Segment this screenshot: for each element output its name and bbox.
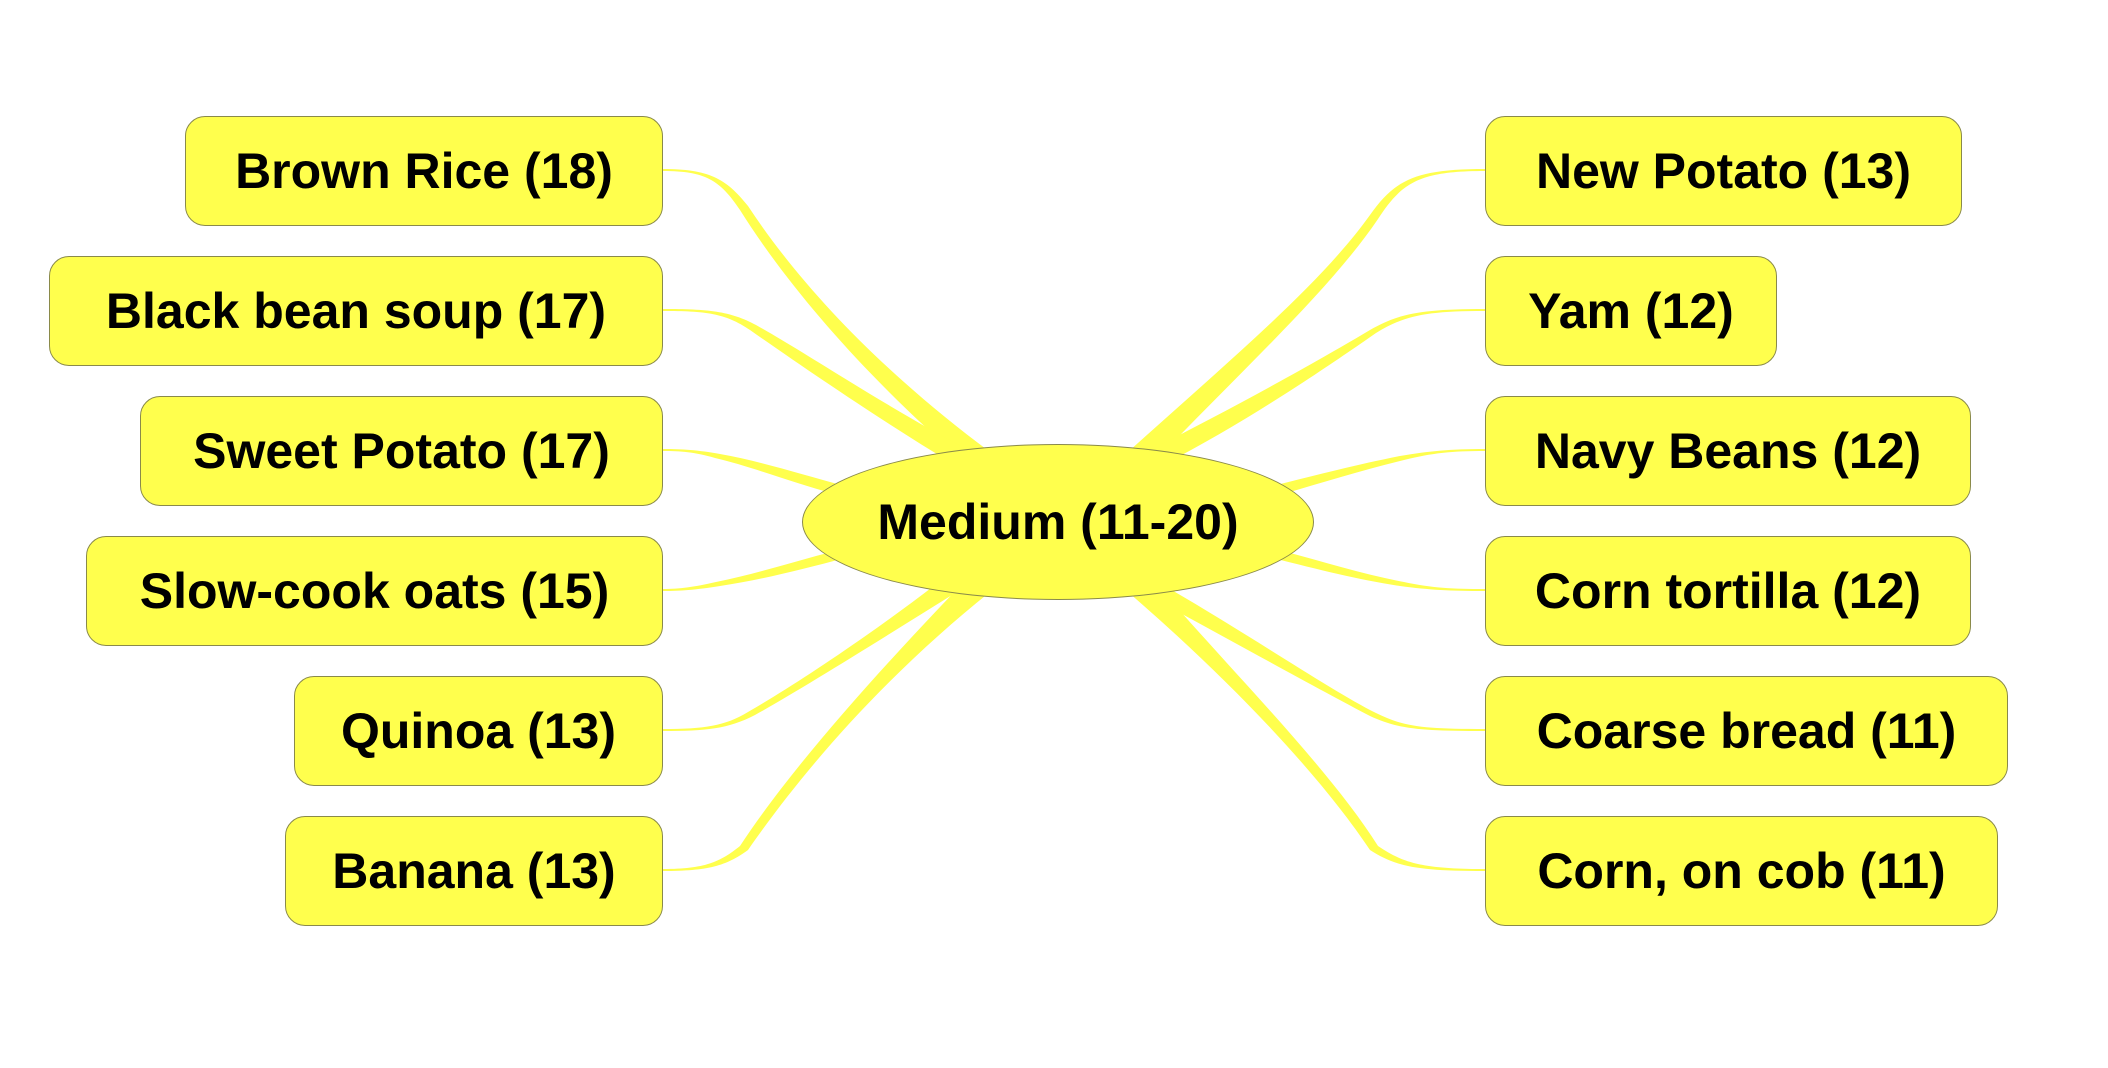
link-yam: [1138, 309, 1485, 465]
topic-node-corn-on-cob[interactable]: Corn, on cob (11): [1485, 816, 1998, 926]
topic-label: Brown Rice (18): [235, 143, 613, 199]
center-node-label: Medium (11-20): [877, 494, 1239, 550]
topic-node-navy-beans[interactable]: Navy Beans (12): [1485, 396, 1971, 506]
topic-label: Yam (12): [1528, 283, 1734, 339]
topic-label: Corn tortilla (12): [1534, 563, 1922, 619]
center-node[interactable]: Medium (11-20): [802, 444, 1314, 600]
topic-label: Black bean soup (17): [105, 283, 607, 339]
topic-label: Quinoa (13): [340, 703, 617, 759]
topic-node-corn-tortilla[interactable]: Corn tortilla (12): [1485, 536, 1971, 646]
topic-node-brown-rice[interactable]: Brown Rice (18): [185, 116, 663, 226]
topic-node-coarse-bread[interactable]: Coarse bread (11): [1485, 676, 2008, 786]
link-sweet-potato: [663, 449, 845, 494]
link-corn-cob: [1128, 586, 1485, 871]
topic-node-new-potato[interactable]: New Potato (13): [1485, 116, 1962, 226]
topic-label: Corn, on cob (11): [1537, 843, 1946, 899]
topic-label: Sweet Potato (17): [193, 423, 610, 479]
topic-label: Coarse bread (11): [1536, 703, 1957, 759]
topic-label: Banana (13): [332, 843, 616, 899]
link-black-bean: [663, 309, 980, 465]
topic-label: New Potato (13): [1535, 143, 1912, 199]
link-corn-tortilla: [1273, 551, 1485, 591]
link-coarse-bread: [1138, 585, 1485, 731]
topic-node-slow-cook-oats[interactable]: Slow-cook oats (15): [86, 536, 663, 646]
link-slow-oats: [663, 551, 845, 591]
topic-node-black-bean-soup[interactable]: Black bean soup (17): [49, 256, 663, 366]
topic-node-yam[interactable]: Yam (12): [1485, 256, 1777, 366]
topic-node-banana[interactable]: Banana (13): [285, 816, 663, 926]
link-banana: [663, 586, 990, 871]
topic-node-sweet-potato[interactable]: Sweet Potato (17): [140, 396, 663, 506]
topic-label: Slow-cook oats (15): [139, 563, 610, 619]
link-navy-beans: [1273, 449, 1485, 494]
link-brown-rice: [663, 169, 990, 458]
topic-node-quinoa[interactable]: Quinoa (13): [294, 676, 663, 786]
link-quinoa: [663, 585, 960, 731]
link-new-potato: [1128, 169, 1485, 458]
topic-label: Navy Beans (12): [1534, 423, 1922, 479]
